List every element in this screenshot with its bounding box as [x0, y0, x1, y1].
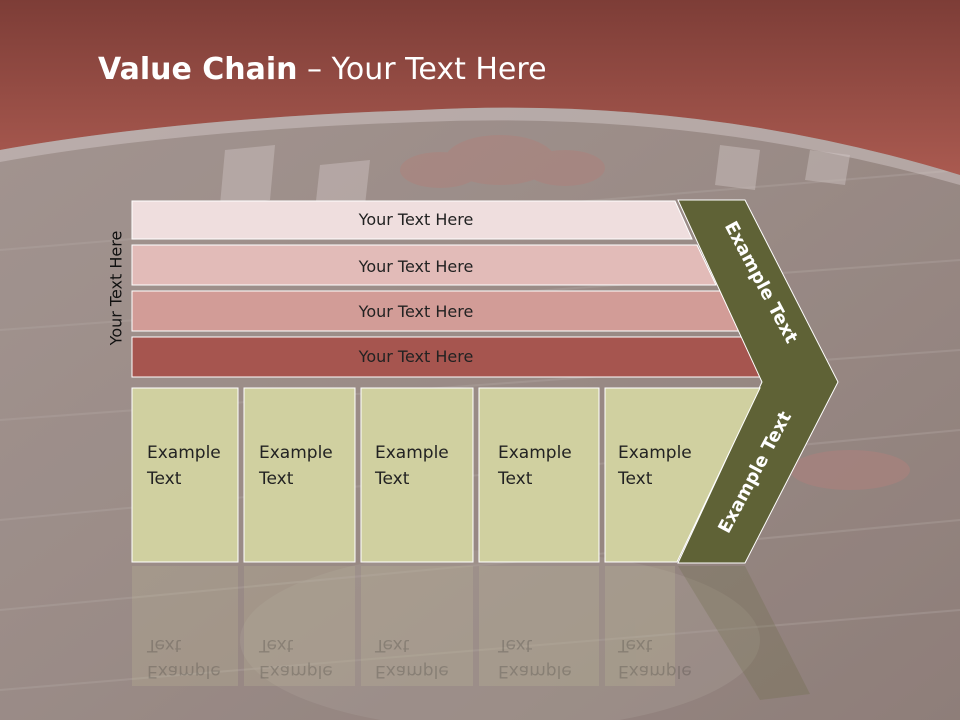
- column-3-reflection: Example Text: [375, 632, 449, 684]
- column-3: [360, 387, 474, 563]
- column-4-reflection-line2: Text: [498, 635, 533, 655]
- column-4-text: Example Text: [498, 440, 572, 492]
- slide-title: Value Chain – Your Text Here: [98, 52, 547, 87]
- column-2: [243, 387, 356, 563]
- column-5-line1: Example: [618, 443, 692, 463]
- column-4-reflection-line1: Example: [498, 661, 572, 681]
- column-5-line2: Text: [618, 469, 653, 489]
- chevron-arrow: [677, 199, 839, 564]
- bar-2: [131, 244, 717, 286]
- column-1-line2: Text: [147, 469, 182, 489]
- column-1-reflection: Example Text: [147, 632, 221, 684]
- bar-1-label: Your Text Here: [358, 210, 474, 229]
- column-3-text: Example Text: [375, 440, 449, 492]
- bar-3-label: Your Text Here: [358, 302, 474, 321]
- column-4: [478, 387, 600, 563]
- column-5-reflection-line1: Example: [618, 661, 692, 681]
- bar-2-label: Your Text Here: [358, 257, 474, 276]
- column-2-reflection: Example Text: [259, 632, 333, 684]
- column-1-text: Example Text: [147, 440, 221, 492]
- column-1-reflection-line1: Example: [147, 661, 221, 681]
- column-4-line2: Text: [498, 469, 533, 489]
- column-5: [604, 387, 761, 563]
- column-3-reflection-line1: Example: [375, 661, 449, 681]
- column-3-line1: Example: [375, 443, 449, 463]
- column-4-reflection: Example Text: [498, 632, 572, 684]
- bar-1: [131, 200, 693, 240]
- column-3-reflection-line2: Text: [375, 635, 410, 655]
- column-1-reflection-line2: Text: [147, 635, 182, 655]
- chevron-reflection: [678, 566, 810, 700]
- column-3-line2: Text: [375, 469, 410, 489]
- column-2-reflection-line2: Text: [259, 635, 294, 655]
- title-bold: Value Chain: [98, 52, 298, 87]
- column-2-reflection-line1: Example: [259, 661, 333, 681]
- column-2-line2: Text: [259, 469, 294, 489]
- column-5-text: Example Text: [618, 440, 692, 492]
- column-5-reflection: Example Text: [618, 632, 692, 684]
- title-rest: – Your Text Here: [297, 52, 547, 87]
- column-1-line1: Example: [147, 443, 221, 463]
- column-2-text: Example Text: [259, 440, 333, 492]
- column-4-line1: Example: [498, 443, 572, 463]
- column-2-line1: Example: [259, 443, 333, 463]
- column-5-reflection-line2: Text: [618, 635, 653, 655]
- bar-4-label: Your Text Here: [358, 347, 474, 366]
- column-1: [131, 387, 239, 563]
